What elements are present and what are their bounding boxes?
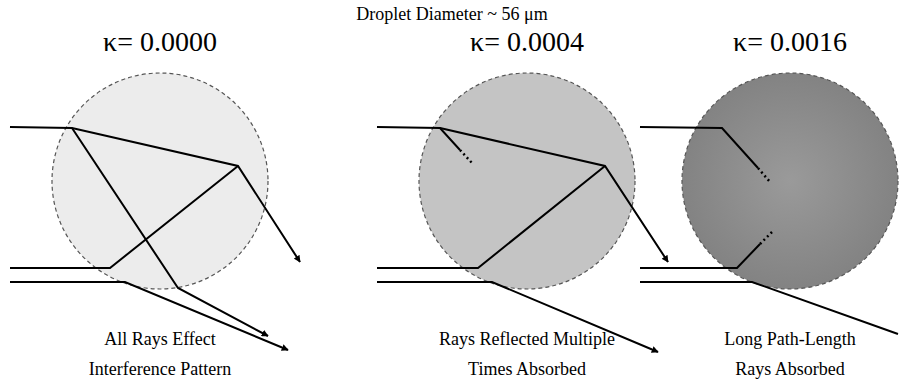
panel-caption: Rays Reflected Multiple Times Absorbed <box>427 324 627 384</box>
kappa-label: κ= 0.0004 <box>407 26 647 58</box>
droplet-panel: κ= 0.0004Rays Reflected Multiple Times A… <box>407 0 647 388</box>
kappa-label: κ= 0.0000 <box>40 26 280 58</box>
light-ray <box>760 232 772 244</box>
light-ray <box>640 244 760 268</box>
droplet-circle <box>682 73 898 289</box>
light-ray <box>640 282 898 334</box>
light-ray <box>640 127 758 168</box>
droplet-panel: κ= 0.0016Long Path-Length Rays Absorbed <box>670 0 904 388</box>
light-ray <box>10 166 238 268</box>
droplet-circle <box>52 73 268 289</box>
light-ray <box>72 128 268 336</box>
panel-caption: All Rays Effect Interference Pattern <box>70 324 250 384</box>
light-ray <box>758 168 770 182</box>
panel-caption: Long Path-Length Rays Absorbed <box>715 324 865 384</box>
diagram-title: Droplet Diameter ~ 56 μm <box>0 4 904 25</box>
light-ray <box>440 128 668 262</box>
light-ray <box>460 150 472 163</box>
kappa-label: κ= 0.0016 <box>670 26 904 58</box>
light-ray <box>10 127 300 262</box>
droplet-panel: κ= 0.0000All Rays Effect Interference Pa… <box>40 0 280 388</box>
light-ray <box>377 166 605 268</box>
droplet-circle <box>419 73 635 289</box>
